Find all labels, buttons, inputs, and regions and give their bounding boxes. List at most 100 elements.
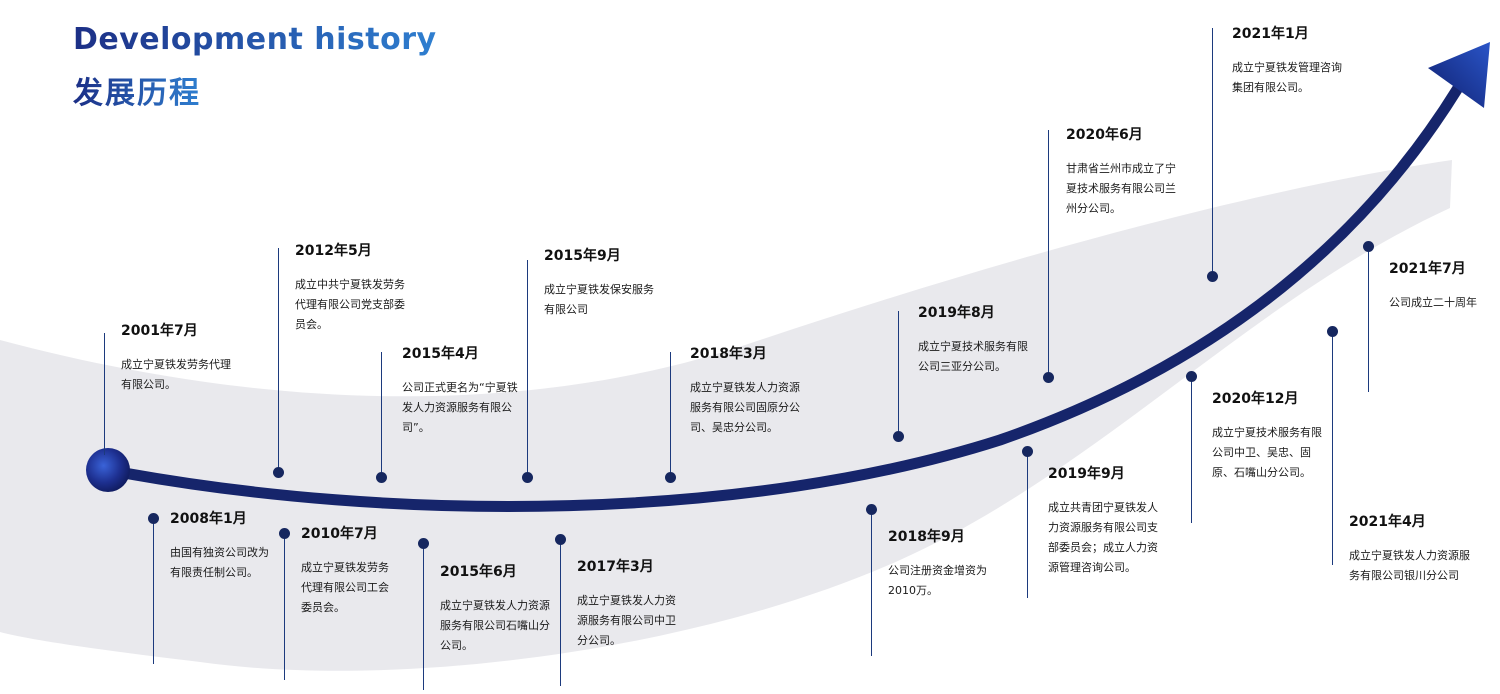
event-date: 2019年8月 xyxy=(918,305,995,321)
event-description: 公司成立二十周年 xyxy=(1389,293,1499,313)
event-dot xyxy=(1043,372,1054,383)
timeline-event: 2019年9月成立共青团宁夏铁发人力资源服务有限公司支部委员会；成立人力资源管理… xyxy=(1048,465,1188,578)
event-description-line: 公司中卫、吴忠、固 xyxy=(1212,446,1311,459)
event-dot xyxy=(376,472,387,483)
event-description-line: 成立宁夏铁发人力资 xyxy=(577,594,676,607)
event-stem xyxy=(1212,28,1213,276)
event-date: 2019年9月 xyxy=(1048,466,1125,482)
timeline-event: 2008年1月由国有独资公司改为有限责任制公司。 xyxy=(170,510,320,583)
event-description: 成立宁夏铁发人力资源服务有限公司固原分公司、吴忠分公司。 xyxy=(690,378,830,438)
event-description: 成立宁夏技术服务有限公司中卫、吴忠、固原、石嘴山分公司。 xyxy=(1212,423,1352,483)
event-description: 由国有独资公司改为有限责任制公司。 xyxy=(170,543,320,583)
background-band xyxy=(0,160,1452,671)
arrow-head xyxy=(1428,42,1490,108)
event-description-line: 公司正式更名为“宁夏铁 xyxy=(402,381,518,394)
event-dot xyxy=(1363,241,1374,252)
event-description-line: 2010万。 xyxy=(888,584,938,597)
timeline-event: 2021年7月公司成立二十周年 xyxy=(1389,260,1499,313)
event-date: 2008年1月 xyxy=(170,511,247,527)
event-description-line: 成立宁夏铁发人力资源 xyxy=(690,381,800,394)
timeline-event: 2015年9月成立宁夏铁发保安服务有限公司 xyxy=(544,247,684,320)
event-description-line: 服务有限公司石嘴山分 xyxy=(440,619,550,632)
event-dot xyxy=(866,504,877,515)
event-dot xyxy=(148,513,159,524)
event-stem xyxy=(1332,331,1333,565)
event-description-line: 州分公司。 xyxy=(1066,202,1121,215)
timeline-event: 2015年6月成立宁夏铁发人力资源服务有限公司石嘴山分公司。 xyxy=(440,563,580,656)
event-dot xyxy=(273,467,284,478)
event-stem xyxy=(153,518,154,664)
event-description-line: 司”。 xyxy=(402,421,430,434)
event-description-line: 公司三亚分公司。 xyxy=(918,360,1006,373)
event-stem xyxy=(1048,130,1049,377)
event-description-line: 有限责任制公司。 xyxy=(170,566,258,579)
event-stem xyxy=(278,248,279,472)
event-date: 2017年3月 xyxy=(577,559,654,575)
event-description: 成立宁夏铁发管理咨询集团有限公司。 xyxy=(1232,58,1372,98)
event-description-line: 成立宁夏铁发人力资源服 xyxy=(1349,549,1470,562)
event-description: 成立宁夏铁发人力资源服务有限公司石嘴山分公司。 xyxy=(440,596,580,656)
event-description-line: 员会。 xyxy=(295,318,328,331)
event-description: 成立宁夏铁发保安服务有限公司 xyxy=(544,280,684,320)
event-description-line: 成立宁夏铁发保安服务 xyxy=(544,283,654,296)
title-chinese: 发展历程 xyxy=(73,68,201,112)
event-description: 成立宁夏铁发人力资源服务有限公司银川分公司 xyxy=(1349,546,1499,586)
event-date: 2015年4月 xyxy=(402,346,479,362)
title-english: Development history xyxy=(73,22,437,57)
event-description-line: 公司成立二十周年 xyxy=(1389,296,1477,309)
event-description-line: 成立中共宁夏铁发劳务 xyxy=(295,278,405,291)
event-stem xyxy=(871,509,872,656)
event-description-line: 服务有限公司固原分公 xyxy=(690,401,800,414)
event-date: 2012年5月 xyxy=(295,243,372,259)
event-stem xyxy=(527,260,528,477)
timeline-event: 2001年7月成立宁夏铁发劳务代理有限公司。 xyxy=(121,322,281,395)
timeline-event: 2015年4月公司正式更名为“宁夏铁发人力资源服务有限公司”。 xyxy=(402,345,542,438)
event-description-line: 成立共青团宁夏铁发人 xyxy=(1048,501,1158,514)
event-dot xyxy=(1327,326,1338,337)
event-description-line: 力资源服务有限公司支 xyxy=(1048,521,1158,534)
timeline-event: 2021年1月成立宁夏铁发管理咨询集团有限公司。 xyxy=(1232,25,1372,98)
event-date: 2021年7月 xyxy=(1389,261,1466,277)
event-stem xyxy=(1191,376,1192,523)
event-date: 2021年1月 xyxy=(1232,26,1309,42)
event-description-line: 部委员会；成立人力资 xyxy=(1048,541,1158,554)
event-description-line: 成立宁夏技术服务有限 xyxy=(918,340,1028,353)
timeline-event: 2020年6月甘肃省兰州市成立了宁夏技术服务有限公司兰州分公司。 xyxy=(1066,126,1206,219)
event-stem xyxy=(423,543,424,690)
timeline-event: 2020年12月成立宁夏技术服务有限公司中卫、吴忠、固原、石嘴山分公司。 xyxy=(1212,390,1352,483)
timeline-event: 2012年5月成立中共宁夏铁发劳务代理有限公司党支部委员会。 xyxy=(295,242,435,335)
event-description-line: 成立宁夏铁发劳务代理 xyxy=(121,358,231,371)
event-stem xyxy=(1027,451,1028,598)
event-dot xyxy=(418,538,429,549)
event-dot xyxy=(555,534,566,545)
event-description: 成立宁夏铁发人力资源服务有限公司中卫分公司。 xyxy=(577,591,712,651)
timeline-event: 2017年3月成立宁夏铁发人力资源服务有限公司中卫分公司。 xyxy=(577,558,712,651)
event-description: 成立宁夏技术服务有限公司三亚分公司。 xyxy=(918,337,1058,377)
event-description-line: 代理有限公司党支部委 xyxy=(295,298,405,311)
event-dot xyxy=(665,472,676,483)
event-description-line: 成立宁夏铁发劳务 xyxy=(301,561,389,574)
event-stem xyxy=(670,352,671,477)
event-description-line: 务有限公司银川分公司 xyxy=(1349,569,1459,582)
event-date: 2010年7月 xyxy=(301,526,378,542)
event-stem xyxy=(560,539,561,686)
event-dot xyxy=(893,431,904,442)
event-date: 2015年6月 xyxy=(440,564,517,580)
event-description-line: 成立宁夏技术服务有限 xyxy=(1212,426,1322,439)
event-description-line: 分公司。 xyxy=(577,634,621,647)
event-description-line: 甘肃省兰州市成立了宁 xyxy=(1066,162,1176,175)
event-stem xyxy=(1368,246,1369,392)
event-date: 2015年9月 xyxy=(544,248,621,264)
event-dot xyxy=(1186,371,1197,382)
event-date: 2020年12月 xyxy=(1212,391,1299,407)
timeline-event: 2019年8月成立宁夏技术服务有限公司三亚分公司。 xyxy=(918,304,1058,377)
timeline-event: 2010年7月成立宁夏铁发劳务代理有限公司工会委员会。 xyxy=(301,525,431,618)
event-description-line: 司、吴忠分公司。 xyxy=(690,421,778,434)
event-description-line: 成立宁夏铁发管理咨询 xyxy=(1232,61,1342,74)
event-description-line: 夏技术服务有限公司兰 xyxy=(1066,182,1176,195)
event-description-line: 有限公司。 xyxy=(121,378,176,391)
event-description: 成立中共宁夏铁发劳务代理有限公司党支部委员会。 xyxy=(295,275,435,335)
event-description: 公司正式更名为“宁夏铁发人力资源服务有限公司”。 xyxy=(402,378,542,438)
